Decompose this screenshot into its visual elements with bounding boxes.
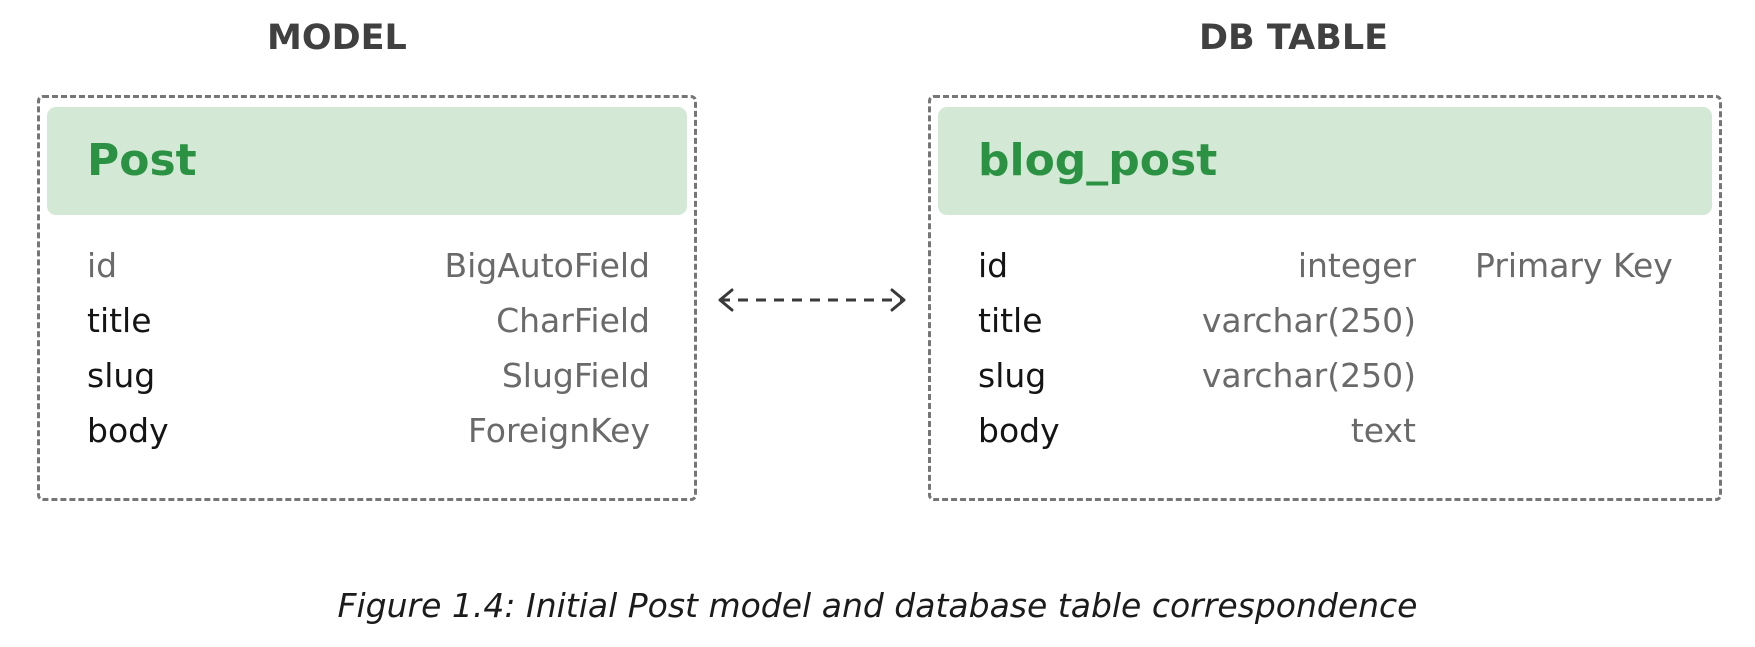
- db-table-title: blog_post: [978, 135, 1218, 186]
- model-field-name: title: [87, 301, 152, 340]
- db-column-name: body: [978, 411, 1060, 450]
- db-table-heading: DB TABLE: [1199, 18, 1389, 58]
- db-column-type: varchar(250): [1201, 301, 1416, 340]
- db-column-constraint: Primary Key: [1475, 246, 1673, 285]
- model-field-list: id BigAutoField title CharField slug Slu…: [40, 244, 694, 464]
- db-column-name: title: [978, 301, 1043, 340]
- arrow-head-left: [718, 288, 734, 312]
- model-field-type: ForeignKey: [468, 411, 650, 450]
- figure-caption: Figure 1.4: Initial Post model and datab…: [337, 586, 1418, 625]
- model-field-name: body: [87, 411, 169, 450]
- model-heading: MODEL: [267, 18, 407, 58]
- db-column-type: text: [1350, 411, 1416, 450]
- db-column-name: id: [978, 246, 1009, 285]
- db-table-box: blog_post id integer Primary Key title v…: [928, 95, 1722, 501]
- db-column-type: integer: [1297, 246, 1416, 285]
- bidirectional-arrow-icon: [718, 288, 906, 312]
- db-column-row: body text: [931, 409, 1719, 464]
- db-table-header: blog_post: [938, 107, 1712, 215]
- db-column-row: id integer Primary Key: [931, 244, 1719, 299]
- model-field-row: slug SlugField: [40, 354, 694, 409]
- model-header: Post: [47, 107, 687, 215]
- arrow-head-right: [890, 288, 906, 312]
- model-title: Post: [87, 135, 197, 186]
- model-field-row: title CharField: [40, 299, 694, 354]
- model-field-name: id: [87, 246, 118, 285]
- db-column-list: id integer Primary Key title varchar(250…: [931, 244, 1719, 464]
- db-column-name: slug: [978, 356, 1047, 395]
- model-field-type: BigAutoField: [444, 246, 650, 285]
- db-column-row: slug varchar(250): [931, 354, 1719, 409]
- model-field-row: body ForeignKey: [40, 409, 694, 464]
- db-column-row: title varchar(250): [931, 299, 1719, 354]
- model-field-name: slug: [87, 356, 156, 395]
- model-field-type: SlugField: [501, 356, 650, 395]
- model-box: Post id BigAutoField title CharField slu…: [37, 95, 697, 501]
- model-field-row: id BigAutoField: [40, 244, 694, 299]
- db-column-type: varchar(250): [1201, 356, 1416, 395]
- model-field-type: CharField: [496, 301, 650, 340]
